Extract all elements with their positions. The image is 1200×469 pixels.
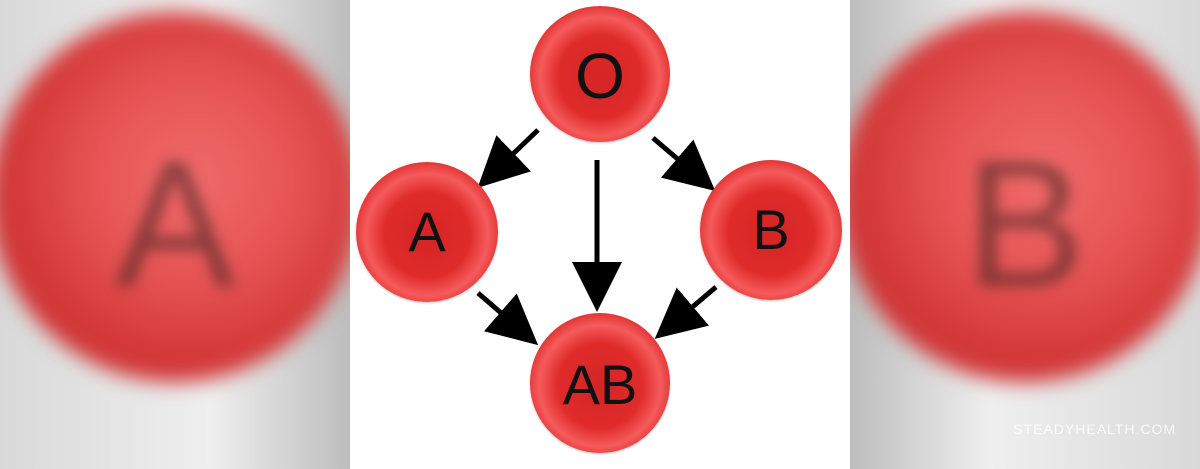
- blood-cell-b: B: [700, 160, 842, 300]
- blurred-blood-cell: [0, 12, 350, 382]
- arrow-b-to-ab: [654, 285, 718, 339]
- arrow-o-to-a: [477, 128, 540, 188]
- blood-cell-o: O: [530, 6, 670, 142]
- node-label-a: A: [408, 200, 446, 263]
- blood-cell-ab: AB: [530, 313, 670, 453]
- blood-type-diagram: O A B AB: [350, 0, 850, 469]
- blurred-left-panel: A: [0, 0, 350, 469]
- arrows: [476, 128, 718, 346]
- node-label-b: B: [752, 198, 790, 261]
- blurred-blood-cell: [850, 12, 1200, 382]
- node-label-o: O: [575, 40, 625, 112]
- blurred-right-panel: B: [850, 0, 1200, 469]
- watermark: STEADYHEALTH.COM: [1013, 421, 1176, 437]
- node-label-ab: AB: [562, 353, 638, 416]
- blurred-letter-a: A: [114, 124, 236, 325]
- blood-cell-a: A: [356, 162, 498, 302]
- blurred-letter-b: B: [964, 124, 1086, 325]
- arrow-o-to-b: [651, 136, 716, 191]
- arrow-a-to-ab: [476, 291, 539, 346]
